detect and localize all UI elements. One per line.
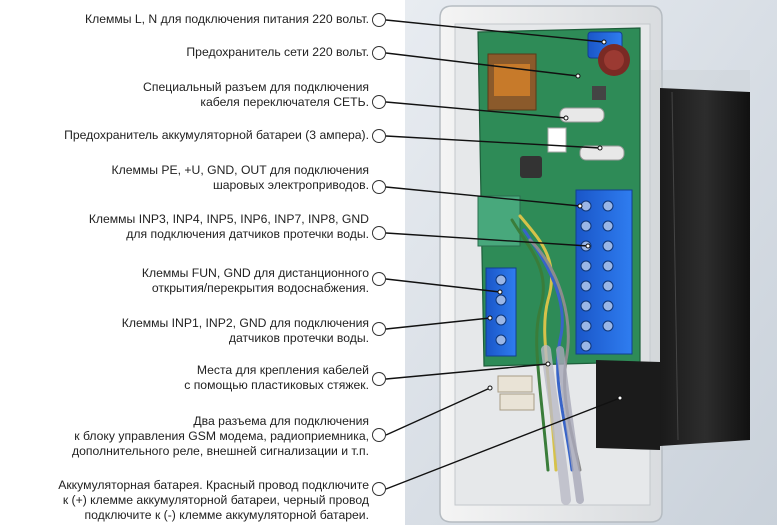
label-line: для подключения датчиков протечки воды. <box>126 227 369 241</box>
label-battery: Аккумуляторная батарея. Красный провод п… <box>58 478 369 523</box>
label-fuse-battery: Предохранитель аккумуляторной батареи (3… <box>64 128 369 143</box>
label-line: Предохранитель сети 220 вольт. <box>186 45 369 59</box>
callout-marker <box>372 13 386 27</box>
label-connector-power-switch: Специальный разъем для подключения кабел… <box>143 80 369 110</box>
callout-marker <box>372 95 386 109</box>
label-line: Клеммы L, N для подключения питания 220 … <box>84 12 369 26</box>
callout-marker <box>372 180 386 194</box>
label-line: Клеммы INP1, INP2, GND для подключения <box>121 316 369 330</box>
label-line: Клеммы INP3, INP4, INP5, INP6, INP7, INP… <box>88 212 369 226</box>
callout-marker <box>372 322 386 336</box>
label-line: дополнительного реле, внешней сигнализац… <box>72 444 369 458</box>
label-terminals-inp3-8: Клеммы INP3, INP4, INP5, INP6, INP7, INP… <box>89 212 369 242</box>
label-fuse-mains: Предохранитель сети 220 вольт. <box>186 45 369 60</box>
callout-marker <box>372 272 386 286</box>
callout-marker <box>372 46 386 60</box>
label-line: Два разъема для подключения <box>193 414 369 428</box>
terminal-screws <box>495 200 614 352</box>
label-line: к блоку управления GSM модема, радиоприе… <box>74 429 369 443</box>
label-line: Клеммы FUN, GND для дистанционного <box>141 266 369 280</box>
label-line: подключите к (-) клемме аккумуляторной б… <box>84 508 369 522</box>
label-line: с помощью пластиковых стяжек. <box>184 378 369 392</box>
callout-marker <box>372 428 386 442</box>
label-line: к (+) клемме аккумуляторной батареи, чер… <box>62 493 369 507</box>
black-box <box>660 88 750 446</box>
label-line: Клеммы PE, +U, GND, OUT для подключения <box>111 163 369 177</box>
label-line: шаровых электроприводов. <box>212 178 369 192</box>
callout-marker <box>372 482 386 496</box>
callout-marker <box>372 129 386 143</box>
label-terminals-fun: Клеммы FUN, GND для дистанционного откры… <box>142 266 369 296</box>
label-terminals-inp1-2: Клеммы INP1, INP2, GND для подключения д… <box>122 316 369 346</box>
callout-marker <box>372 226 386 240</box>
label-line: Места для крепления кабелей <box>196 363 369 377</box>
label-line: Специальный разъем для подключения <box>143 80 369 94</box>
label-cable-ties: Места для крепления кабелей с помощью пл… <box>184 363 369 393</box>
callout-marker <box>372 372 386 386</box>
label-line: Предохранитель аккумуляторной батареи (3… <box>64 128 369 142</box>
battery <box>596 360 660 450</box>
label-line: Аккумуляторная батарея. Красный провод п… <box>58 478 369 492</box>
label-line: кабеля переключателя СЕТЬ. <box>200 95 369 109</box>
label-terminals-power: Клеммы L, N для подключения питания 220 … <box>85 12 369 27</box>
label-terminals-actuators: Клеммы PE, +U, GND, OUT для подключения … <box>111 163 369 193</box>
label-line: датчиков протечки воды. <box>228 331 369 345</box>
label-line: открытия/перекрытия водоснабжения. <box>151 281 369 295</box>
label-connectors-gsm: Два разъема для подключения к блоку упра… <box>72 414 369 459</box>
